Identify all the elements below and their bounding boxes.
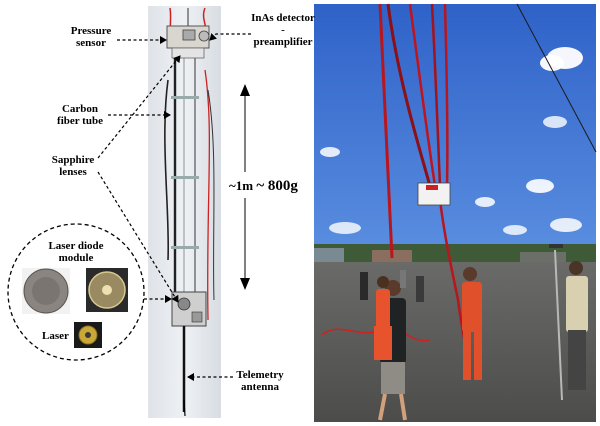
- pressure-sensor-label-line2: sensor: [76, 37, 106, 49]
- laser-diode-module-label: Laser diode module: [40, 240, 112, 264]
- carbon-tube-label-line1: Carbon: [61, 103, 99, 115]
- leader-lines: [97, 32, 251, 381]
- sapphire-leader-bottom: [97, 171, 179, 303]
- dimensions-label: ~1m ~ 800g: [229, 178, 298, 194]
- laser-module-inset: [7, 223, 145, 361]
- person-orange-1: [462, 267, 482, 380]
- length-arrow: [240, 84, 250, 290]
- sapphire-lenses-label-line1: Sapphire: [51, 154, 95, 166]
- sapphire-lenses-label: Sapphire lenses: [46, 154, 100, 178]
- sapphire-lenses-label-line2: lenses: [59, 166, 87, 178]
- telemetry-antenna-label: Telemetry antenna: [230, 369, 290, 393]
- carbon-tube-label-line2: fiber tube: [57, 115, 103, 127]
- person-orange-2: [374, 276, 392, 360]
- pressure-sensor-label: Pressure sensor: [64, 25, 118, 49]
- weight-label: ~ 800g: [256, 178, 298, 194]
- detector-label-line3: preamplifier: [253, 36, 313, 48]
- detector-label-line1: InAs detector: [251, 12, 315, 24]
- carbon-tube-label: Carbon fiber tube: [50, 103, 110, 127]
- laser-diode-module-label-line1: Laser diode: [48, 240, 104, 252]
- laser-label: Laser: [42, 330, 69, 342]
- instrument-photo: [148, 6, 221, 418]
- detector-label: InAs detector - preamplifier: [242, 12, 324, 48]
- laser-diode-module-label-line2: module: [58, 252, 94, 264]
- person-right: [566, 261, 588, 390]
- detector-label-line2: -: [281, 24, 285, 36]
- length-label: ~1m: [229, 178, 254, 193]
- field-photo: [314, 3, 597, 422]
- pressure-sensor-label-line1: Pressure: [70, 25, 112, 37]
- telemetry-antenna-label-line2: antenna: [241, 381, 279, 393]
- detector-leader: [209, 32, 251, 41]
- telemetry-antenna-label-line1: Telemetry: [236, 369, 284, 381]
